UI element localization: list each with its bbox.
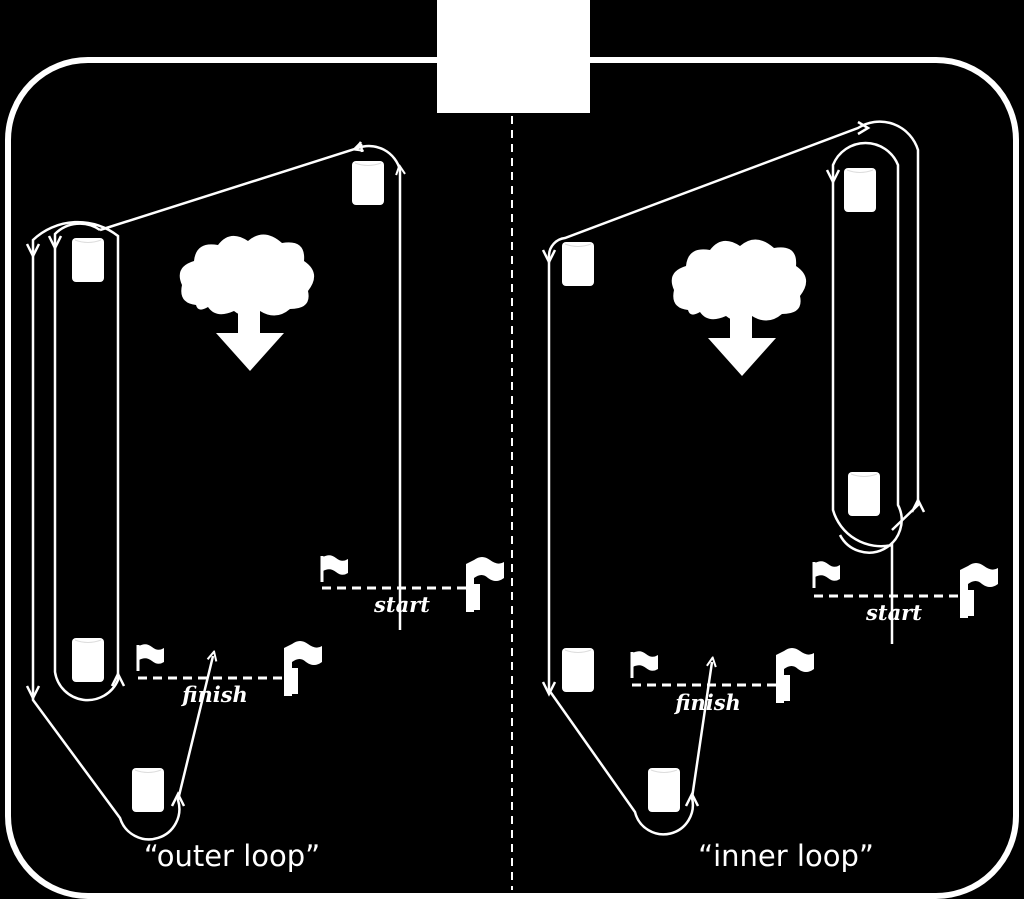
barrel-icon bbox=[847, 471, 881, 517]
finish-label: finish bbox=[673, 690, 741, 715]
big-flag-icon bbox=[284, 641, 322, 696]
left-panel-outer-loop: start finish “outer loop” bbox=[25, 141, 504, 873]
arrow-icon bbox=[825, 169, 841, 185]
barrel-icon bbox=[71, 237, 105, 283]
small-flag-icon bbox=[136, 642, 166, 673]
barrel-icon bbox=[647, 767, 681, 813]
barrel-icon bbox=[561, 241, 595, 287]
route-path bbox=[31, 220, 213, 841]
barrel-icon bbox=[131, 767, 165, 813]
arrow-icon bbox=[541, 681, 557, 697]
arrow-icon bbox=[857, 120, 871, 136]
barrel-icon bbox=[561, 647, 595, 693]
barrel-icon bbox=[843, 167, 877, 213]
arrow-icon bbox=[541, 249, 557, 265]
arrow-icon bbox=[170, 791, 186, 807]
arrow-icon bbox=[910, 497, 926, 513]
barrel-icon bbox=[351, 160, 385, 206]
route-path bbox=[831, 141, 903, 644]
cloud-icon bbox=[671, 239, 807, 376]
big-flag-icon bbox=[776, 648, 814, 703]
small-flag-icon bbox=[812, 559, 842, 590]
start-label: start bbox=[865, 600, 922, 625]
finish-label: finish bbox=[180, 682, 248, 707]
big-flag-icon bbox=[960, 563, 998, 618]
big-flag-icon bbox=[466, 557, 504, 612]
cloud-icon bbox=[179, 234, 315, 371]
left-caption: “outer loop” bbox=[144, 839, 320, 873]
arrow-icon bbox=[110, 671, 126, 687]
route-path bbox=[99, 146, 400, 630]
right-caption: “inner loop” bbox=[698, 839, 874, 873]
right-panel-inner-loop: start finish “inner loop” bbox=[541, 120, 998, 873]
gate-box bbox=[437, 0, 590, 113]
small-flag-icon bbox=[320, 553, 350, 584]
start-label: start bbox=[373, 592, 430, 617]
route-path bbox=[547, 120, 920, 836]
arrow-icon bbox=[47, 235, 63, 251]
arrow-icon bbox=[25, 685, 41, 701]
arrow-icon bbox=[684, 791, 700, 807]
small-flag-icon bbox=[630, 649, 660, 680]
arrow-icon bbox=[355, 141, 364, 153]
barrel-icon bbox=[71, 637, 105, 683]
arrow-icon bbox=[25, 243, 41, 259]
